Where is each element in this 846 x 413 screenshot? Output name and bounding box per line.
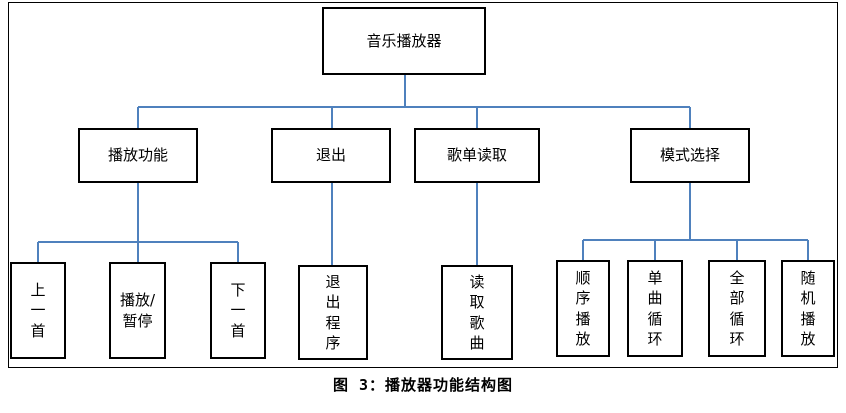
node-playback-function-label: 播放功能: [107, 146, 168, 165]
node-sequential-play-label: 顺序播放: [575, 269, 591, 348]
node-previous-track-label: 上一首: [30, 281, 46, 340]
figure-caption: 图 3：播放器功能结构图: [332, 376, 514, 394]
node-next-track-label: 下一首: [230, 281, 246, 340]
node-all-loop: 全部循环: [708, 260, 766, 357]
node-previous-track: 上一首: [10, 262, 66, 359]
node-single-loop: 单曲循环: [627, 260, 683, 357]
node-playback-function: 播放功能: [78, 128, 198, 183]
node-root-label: 音乐播放器: [366, 31, 442, 50]
node-exit-program: 退出程序: [298, 265, 368, 360]
node-mode-select: 模式选择: [630, 128, 750, 183]
node-exit-program-label: 退出程序: [325, 273, 341, 352]
node-play-pause-label: 播放/暂停: [119, 291, 156, 330]
node-next-track: 下一首: [210, 262, 266, 359]
node-read-songs-label: 读取歌曲: [469, 273, 485, 352]
node-sequential-play: 顺序播放: [556, 260, 610, 357]
node-random-play-label: 随机播放: [800, 269, 816, 348]
node-all-loop-label: 全部循环: [729, 269, 745, 348]
node-single-loop-label: 单曲循环: [647, 269, 663, 348]
node-root: 音乐播放器: [322, 7, 486, 75]
node-mode-select-label: 模式选择: [659, 146, 720, 165]
node-read-songs: 读取歌曲: [441, 265, 513, 360]
node-random-play: 随机播放: [781, 260, 835, 357]
node-playlist-read: 歌单读取: [414, 128, 540, 183]
node-exit-label: 退出: [315, 146, 346, 165]
diagram-frame: [8, 2, 838, 368]
node-playlist-read-label: 歌单读取: [446, 146, 507, 165]
node-exit: 退出: [271, 128, 391, 183]
node-play-pause: 播放/暂停: [109, 262, 166, 359]
